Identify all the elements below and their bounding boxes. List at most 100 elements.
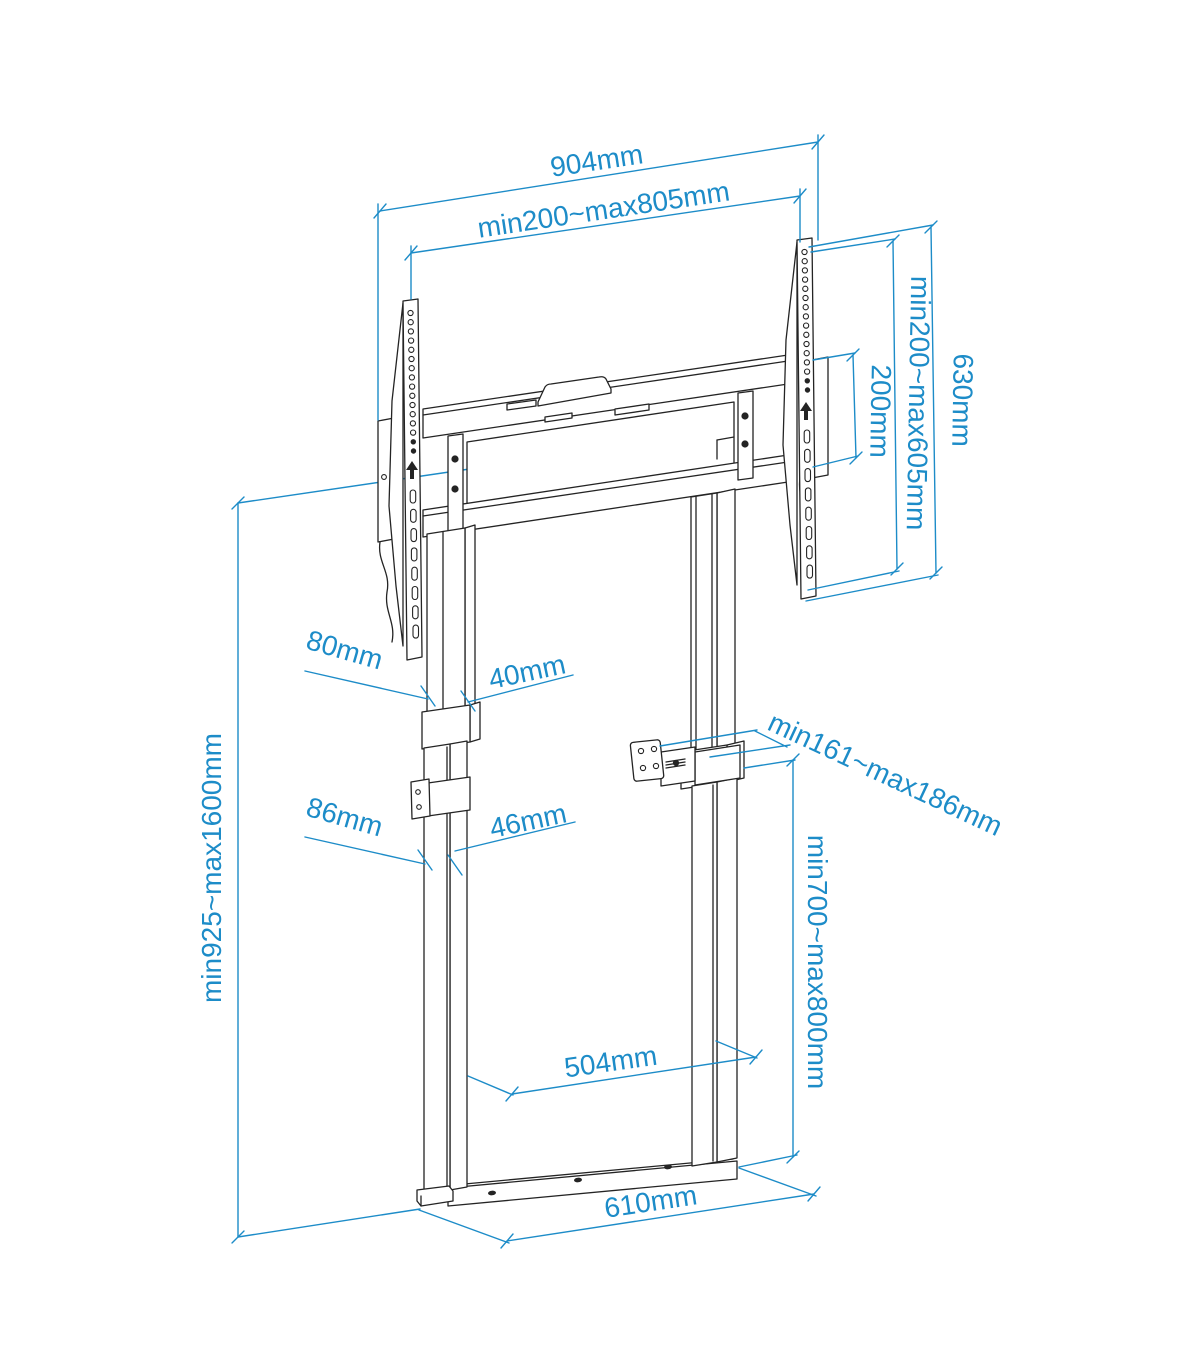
vesa-hole	[803, 368, 811, 375]
crossbar-lower-rail-edge	[422, 461, 789, 517]
base-hole	[664, 1164, 672, 1170]
lower-tube-side	[716, 777, 738, 1163]
vesa-slot	[804, 487, 812, 502]
vesa-hole	[408, 383, 416, 390]
tick	[231, 496, 245, 510]
tick	[849, 451, 863, 465]
rail-blade	[388, 302, 404, 647]
tick	[460, 690, 476, 712]
dim-label-inner-span: 504mm	[562, 1040, 659, 1084]
tick	[231, 1230, 245, 1244]
dimension-overall-height: min925~max1600mm	[196, 496, 421, 1244]
clamp-plate	[410, 778, 431, 820]
extension-line	[808, 224, 934, 248]
vesa-hole	[409, 411, 416, 418]
tick	[417, 849, 433, 871]
arm-screw	[672, 759, 680, 767]
clip	[614, 403, 650, 416]
vesa-hole	[801, 258, 808, 265]
vesa-hole	[801, 248, 808, 256]
upper-tube-front	[426, 527, 466, 717]
extension-line	[467, 1075, 514, 1096]
dimension-line	[506, 1193, 815, 1242]
dimension-line	[930, 226, 937, 574]
vesa-hole	[407, 309, 414, 317]
vesa-hole	[408, 346, 415, 353]
dim-label-overall-height: min925~max1600mm	[196, 733, 227, 1003]
vesa-slot	[410, 547, 418, 562]
vesa-slot	[806, 564, 814, 579]
vesa-hole	[409, 401, 416, 409]
rail-hole-strip	[402, 298, 423, 661]
crossbar-left-endplate	[447, 433, 464, 534]
tick	[749, 1049, 763, 1065]
vesa-hole	[802, 294, 809, 302]
base-hole	[488, 1190, 496, 1196]
vesa-slot	[410, 508, 417, 523]
flange-hole	[381, 474, 387, 480]
vesa-slot	[806, 545, 813, 560]
vesa-slot	[803, 429, 811, 444]
foot-plate	[416, 1185, 454, 1207]
screw	[451, 485, 459, 493]
tick	[447, 854, 463, 876]
extension-line	[807, 570, 900, 591]
dim-label-vesa-height: min200~max605mm	[901, 276, 936, 531]
extension-line	[810, 238, 896, 253]
housing-notch	[716, 436, 735, 441]
extension-line	[715, 1040, 758, 1059]
vesa-hole	[802, 322, 810, 329]
vesa-hole	[803, 331, 810, 338]
tick	[924, 220, 938, 234]
vesa-hole	[803, 340, 810, 348]
up-arrow-icon	[800, 402, 812, 420]
dimension-vesa-step: 200mm	[812, 348, 897, 468]
vesa-hole	[408, 355, 415, 363]
vesa-hole	[407, 337, 415, 344]
vesa-hole	[408, 374, 416, 381]
left-column	[410, 524, 481, 1207]
vesa-hole	[802, 304, 809, 311]
dim-label-vesa-width: min200~max805mm	[475, 175, 731, 243]
clip	[506, 399, 537, 411]
vesa-slot	[412, 605, 419, 620]
up-arrow-icon	[406, 461, 418, 479]
vesa-hole	[804, 387, 811, 393]
dimension-line	[852, 354, 857, 459]
vesa-slot	[411, 566, 418, 581]
extension-line	[812, 455, 859, 468]
wall-plate	[629, 739, 665, 782]
extension-line	[743, 759, 796, 769]
vesa-hole	[410, 439, 416, 445]
vesa-slot	[804, 448, 811, 463]
upper-tube-side	[464, 524, 476, 711]
dim-label-vesa-step: 200mm	[864, 364, 897, 458]
leader-line	[304, 836, 426, 865]
tick	[500, 1233, 514, 1249]
tick	[846, 348, 860, 362]
base-top-edge	[442, 1158, 734, 1187]
tick	[793, 188, 807, 204]
extension-line	[659, 729, 758, 747]
rail-blade	[782, 241, 798, 586]
dim-label-wall-offset: min161~max186mm	[763, 706, 1007, 842]
screw	[451, 455, 459, 463]
tick	[786, 753, 800, 767]
tick	[811, 134, 825, 150]
vesa-slot	[410, 528, 418, 543]
tick	[890, 562, 904, 576]
dim-label-lower-col-width: 86mm	[303, 791, 386, 842]
vesa-hole	[409, 429, 417, 436]
vesa-hole	[407, 319, 414, 326]
extension-line	[237, 1208, 421, 1238]
plate-hole	[415, 789, 421, 795]
tick	[886, 234, 900, 248]
crossbar-right-endplate	[737, 390, 754, 481]
collar-front	[421, 704, 471, 750]
dimension-vesa-width: min200~max805mm	[404, 175, 807, 300]
dimension-wall-bracket-height: min700~max800mm	[738, 753, 833, 1168]
vesa-rail-right	[782, 237, 829, 600]
dim-label-overall-width: 904mm	[548, 138, 645, 182]
